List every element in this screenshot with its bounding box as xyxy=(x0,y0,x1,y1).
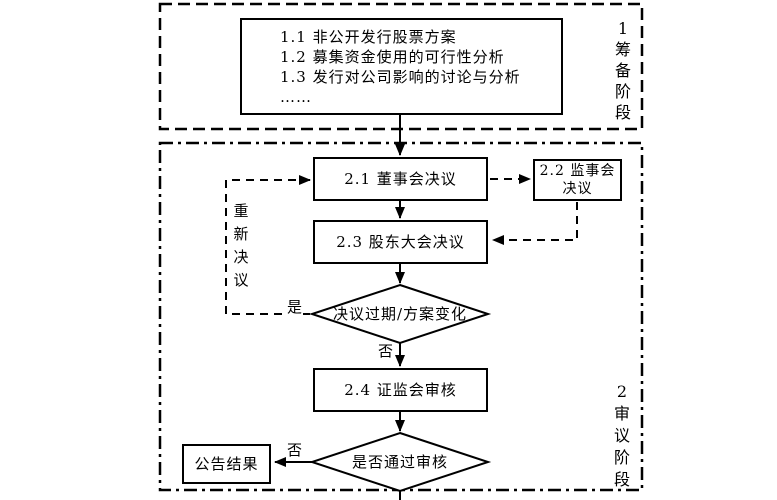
decision2-label: 是否通过审核 xyxy=(351,453,448,471)
node-board-resolution: 2.1 董事会决议 xyxy=(313,157,488,201)
edge-supervisory-to-shareholders xyxy=(492,202,578,245)
stage2-label: 2 审议阶段 xyxy=(613,382,630,489)
node-announce-result: 公告结果 xyxy=(182,444,271,484)
prep-item-ellipsis: …… xyxy=(280,88,312,106)
edge-label-yes: 是 xyxy=(286,298,304,316)
decision1-label: 决议过期/方案变化 xyxy=(332,305,468,323)
node-shareholders-resolution: 2.3 股东大会决议 xyxy=(313,220,488,264)
redecide-edge-label: 重新决议 xyxy=(233,202,249,289)
prep-item: 1.3 发行对公司影响的讨论与分析 xyxy=(280,68,521,86)
edge-redecide-loop xyxy=(225,175,311,315)
stage1-label: 1 筹备阶段 xyxy=(614,19,631,122)
edge-label-no-pass: 否 xyxy=(287,441,303,459)
prep-item: 1.2 募集资金使用的可行性分析 xyxy=(280,48,505,66)
prep-item: 1.1 非公开发行股票方案 xyxy=(280,28,457,46)
prep-plan-box: 1.1 非公开发行股票方案 1.2 募集资金使用的可行性分析 1.3 发行对公司… xyxy=(240,18,563,115)
edge-label-no-expired: 否 xyxy=(378,342,394,360)
node-supervisory-resolution: 2.2 监事会决议 xyxy=(533,159,622,201)
node-csrc-review: 2.4 证监会审核 xyxy=(313,368,488,412)
